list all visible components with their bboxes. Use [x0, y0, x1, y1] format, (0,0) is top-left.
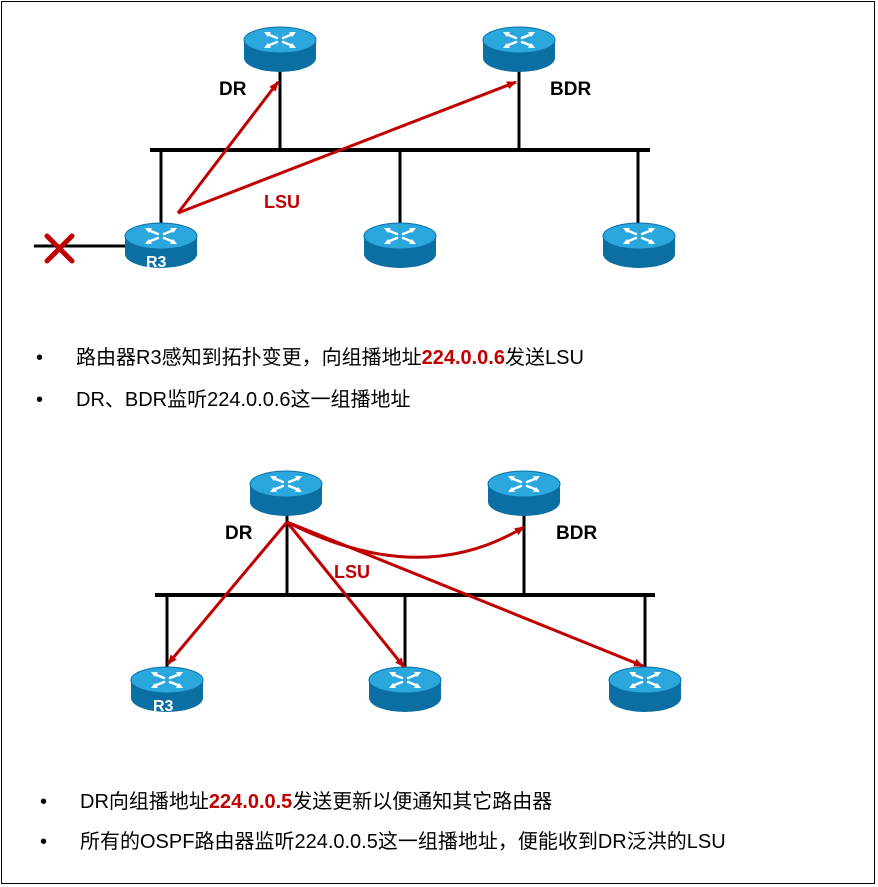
- lsu-arrow-to-bdr: [286, 520, 525, 559]
- bottom-diagram: DR BDR LSU R3: [129, 470, 683, 715]
- label-lsu: LSU: [334, 562, 370, 582]
- bullet-text: 所有的OSPF路由器监听224.0.0.5这一组播地址，便能收到DR泛洪的LSU: [80, 831, 726, 853]
- lsu-arrow-to-bdr: [177, 80, 517, 215]
- label-lsu: LSU: [264, 192, 300, 212]
- bullet-dot: •: [36, 347, 44, 369]
- label-bdr: BDR: [550, 79, 591, 100]
- bullet-highlight: 224.0.0.5: [208, 791, 293, 813]
- bullet-dot: •: [40, 791, 48, 813]
- top-bullet-list: • 路由器R3感知到拓扑变更，向组播地址224.0.0.6发送LSU • DR、…: [36, 346, 584, 412]
- bullet-text-tail: 发送LSU: [505, 347, 584, 369]
- fail-x-icon: [44, 233, 75, 264]
- router-icon: [367, 666, 443, 714]
- lsu-arrow-to-mid: [285, 521, 406, 668]
- lsu-arrow-to-dr: [176, 81, 280, 214]
- bullet-dot: •: [36, 389, 44, 411]
- label-dr: DR: [219, 79, 247, 100]
- bullet-text: DR向组播地址: [80, 791, 209, 813]
- label-r3: R3: [153, 698, 174, 715]
- router-icon: [486, 470, 562, 518]
- router-icon: [362, 222, 438, 270]
- bullet-item: • 路由器R3感知到拓扑变更，向组播地址224.0.0.6发送LSU: [36, 346, 584, 370]
- label-r3: R3: [146, 254, 167, 271]
- bullet-highlight: 224.0.0.6: [421, 347, 505, 369]
- router-icon: [601, 222, 677, 270]
- bullet-item: • 所有的OSPF路由器监听224.0.0.5这一组播地址，便能收到DR泛洪的L…: [40, 830, 726, 854]
- router-icon: [242, 26, 318, 74]
- label-dr: DR: [225, 523, 253, 544]
- router-icon: [248, 470, 324, 518]
- bullet-dot: •: [40, 831, 48, 853]
- bullet-item: • DR、BDR监听224.0.0.6这一组播地址: [36, 388, 584, 412]
- bullet-item: • DR向组播地址224.0.0.5发送更新以便通知其它路由器: [40, 790, 726, 814]
- bullet-text: DR、BDR监听224.0.0.6这一组播地址: [76, 389, 411, 411]
- label-bdr: BDR: [556, 523, 597, 544]
- top-diagram: DR BDR LSU R3: [34, 26, 677, 271]
- lsu-arrow-to-r3: [166, 521, 289, 665]
- lsu-arrow-to-right: [286, 520, 644, 668]
- bottom-bullet-list: • DR向组播地址224.0.0.5发送更新以便通知其它路由器 • 所有的OSP…: [40, 790, 726, 854]
- router-icon: [607, 666, 683, 714]
- router-icon: [481, 26, 557, 74]
- bullet-text-tail: 发送更新以便通知其它路由器: [292, 791, 553, 813]
- bullet-text: 路由器R3感知到拓扑变更，向组播地址: [76, 347, 422, 369]
